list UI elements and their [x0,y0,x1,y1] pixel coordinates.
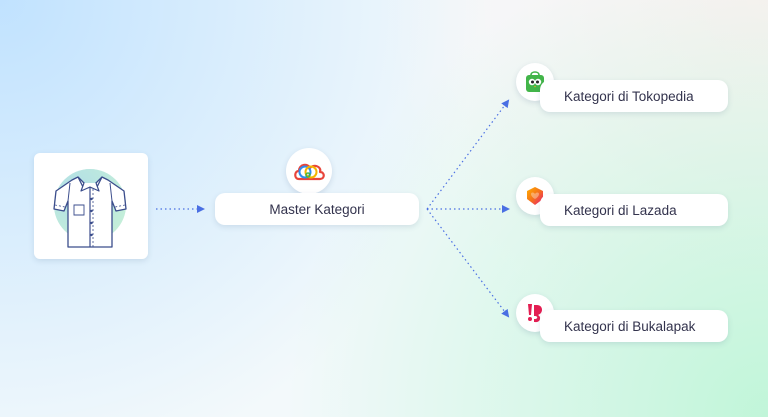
arrow-master-to-tokopedia [426,99,510,210]
lazada-category-box: Kategori di Lazada [540,194,728,226]
bukalapak-category-label: Kategori di Bukalapak [564,318,696,334]
master-category-label: Master Kategori [269,201,365,217]
tokopedia-category-box: Kategori di Tokopedia [540,80,728,112]
master-category-box: Master Kategori [215,193,419,225]
arrow-master-to-bukalapak [426,208,510,318]
shirt-icon [53,169,127,248]
product-image-card [34,153,148,259]
cloud-rings-logo-icon [286,148,332,194]
bukalapak-category-box: Kategori di Bukalapak [540,310,728,342]
lazada-category-label: Kategori di Lazada [564,202,677,218]
tokopedia-category-label: Kategori di Tokopedia [564,88,694,104]
